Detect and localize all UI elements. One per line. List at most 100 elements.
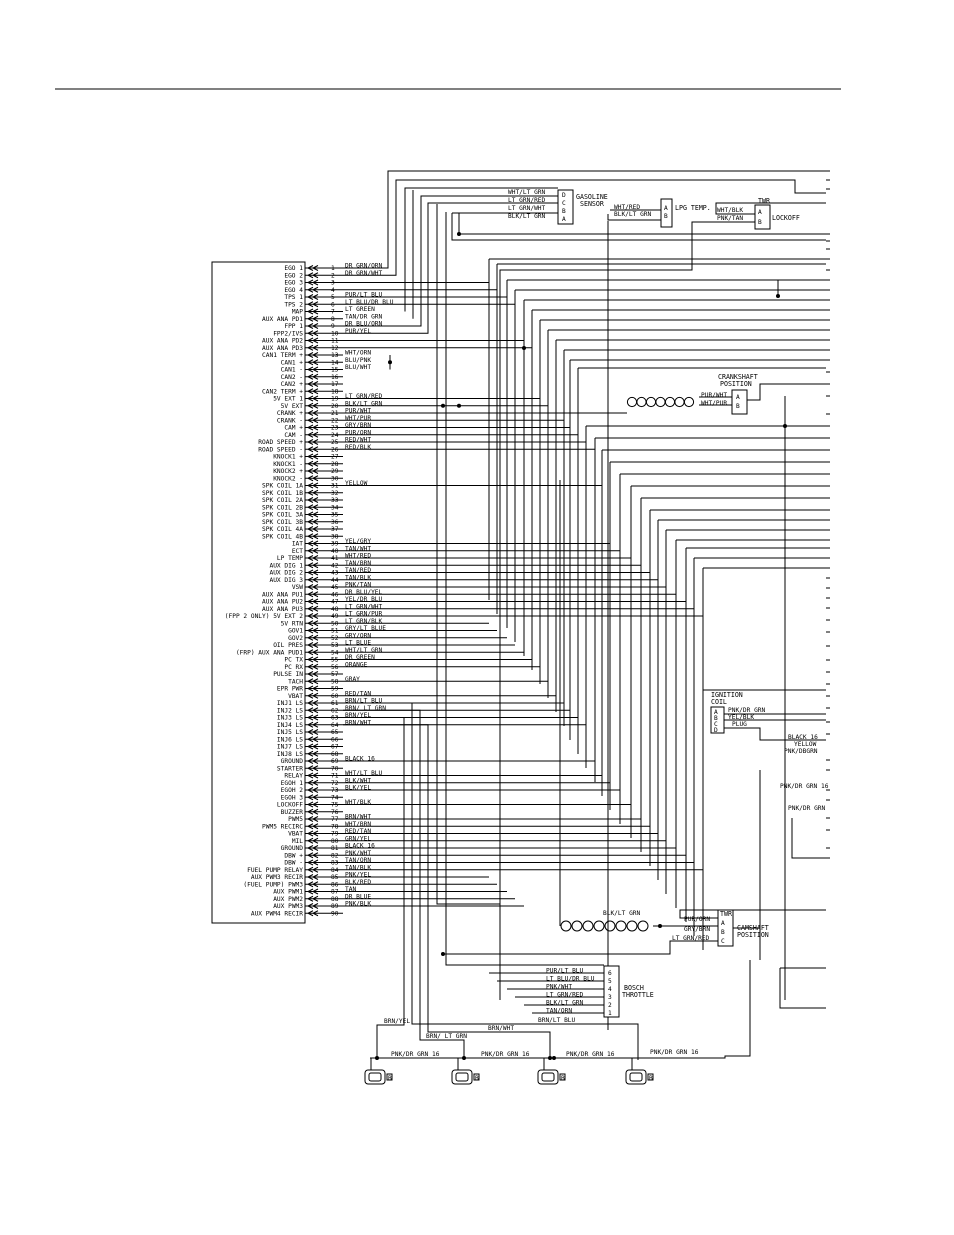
wire-path bbox=[779, 967, 826, 1009]
ecm-pin-label: INJ3 LS bbox=[277, 715, 303, 722]
ecm-pin-label: BUZZER bbox=[281, 809, 304, 816]
coil-wire-c: PLUG bbox=[732, 721, 747, 728]
throttle-wire: TAN/ORN bbox=[546, 1008, 572, 1015]
ecm-pin-label: CAM - bbox=[284, 432, 303, 439]
ecm-pin-label: INJ2 LS bbox=[277, 707, 303, 714]
ecm-wire-color: LT BLU/DR BLU bbox=[345, 299, 394, 306]
pin-arrow-icon bbox=[305, 323, 320, 329]
inj-wire-label-4: BRN/LT BLU bbox=[538, 1017, 576, 1024]
ecm-wire-color: RED/TAN bbox=[345, 690, 371, 697]
pin-arrow-icon bbox=[305, 765, 320, 772]
pin-arrow-icon bbox=[305, 301, 320, 308]
ecm-wire-color: GRN/YEL bbox=[345, 835, 371, 842]
pin-arrow-icon bbox=[305, 381, 320, 387]
ecm-wire-color: BLU/PNK bbox=[345, 357, 371, 364]
ecm-wire-color: PNK/BLK bbox=[345, 901, 371, 908]
ecm-pin-label: AUX DIG 2 bbox=[269, 570, 303, 577]
ecm-pin-label: AUX ANA PD3 bbox=[262, 345, 303, 352]
right-label-yellow: YELLOW bbox=[794, 741, 817, 748]
throttle-pin: 4 bbox=[608, 986, 612, 993]
lockoff-title: LOCKOFF bbox=[772, 214, 800, 222]
fuel-injector-icon: B bbox=[537, 1058, 566, 1085]
crank-pin-a: A bbox=[736, 394, 740, 401]
camshaft-title: CAMSHAFT bbox=[737, 924, 769, 932]
ecm-wire-color: TAN/RED bbox=[345, 567, 371, 574]
ecm-pin-label: ROAD SPEED + bbox=[258, 439, 303, 446]
gas-wire-c: LT GRN/RED bbox=[508, 197, 546, 204]
ecm-pin-label: TACH bbox=[288, 678, 303, 685]
coil-wire-b: YEL/BLK bbox=[728, 714, 754, 721]
crank-pin-b: B bbox=[736, 403, 740, 410]
ecm-pin-label: DBW + bbox=[284, 852, 303, 859]
ecm-wire-color: BRN/ LT GRN bbox=[345, 705, 386, 712]
ecm-wire-color: BLK/YEL bbox=[345, 785, 371, 792]
ecm-pin-label: AUX PWM3 RECIR bbox=[251, 874, 303, 881]
pin-arrow-icon bbox=[305, 881, 320, 888]
ecm-pin-row: CAN2 TERM +18 bbox=[262, 388, 343, 395]
pin-arrow-icon bbox=[305, 678, 320, 685]
shield-coil-icon bbox=[604, 920, 616, 932]
wire-path bbox=[451, 213, 826, 241]
pin-arrow-icon bbox=[305, 402, 320, 409]
pin-arrow-icon bbox=[305, 837, 320, 844]
ecm-wire-color: BRN/WHT bbox=[345, 814, 371, 821]
ecm-pin-label: CAN2 - bbox=[281, 374, 303, 381]
ecm-pin-label: AUX ANA PU2 bbox=[262, 599, 303, 606]
pin-arrow-icon bbox=[305, 337, 320, 344]
pin-arrow-icon bbox=[305, 308, 320, 315]
throttle-wire: LT GRN/RED bbox=[546, 992, 584, 999]
pin-arrow-icon bbox=[305, 286, 320, 293]
crank-shield-coils bbox=[626, 396, 695, 408]
pin-arrow-icon bbox=[305, 787, 320, 793]
ecm-pin-row: KNOCK1 -28 bbox=[273, 461, 343, 468]
ecm-wire-color: WHT/LT GRN bbox=[345, 647, 383, 654]
gas-wire-d: WHT/LT GRN bbox=[508, 189, 546, 196]
pin-arrow-icon bbox=[305, 692, 320, 699]
ecm-pin-label: AUX ANA PU3 bbox=[262, 606, 303, 613]
ecm-pin-label: ROAD SPEED - bbox=[258, 446, 303, 453]
pin-arrow-icon bbox=[305, 395, 320, 402]
ecm-wire-color: TAN/BLK bbox=[345, 574, 371, 581]
pin-arrow-icon bbox=[305, 366, 320, 373]
pin-arrow-icon bbox=[305, 852, 320, 859]
inj-wire-label-3: BRN/WHT bbox=[488, 1025, 514, 1032]
wire-path bbox=[791, 818, 826, 859]
ecm-pin-label: CAN2 TERM + bbox=[262, 388, 303, 395]
ecm-pin-label: AUX PWM2 bbox=[273, 896, 303, 903]
ignition-coil-title-2: COIL bbox=[711, 698, 727, 706]
right-label-pnk-dr-grn: PNK/DR GRN bbox=[788, 805, 826, 812]
ecm-wire-color: LT GRN/WHT bbox=[345, 603, 383, 610]
ecm-pin-label: EGO 2 bbox=[284, 272, 303, 279]
pin-arrow-icon bbox=[305, 671, 320, 677]
splice-dot bbox=[441, 403, 445, 408]
ecm-pin-label: RELAY bbox=[284, 773, 303, 780]
ecm-pin-label: SPK COIL 4A bbox=[262, 526, 303, 533]
pin-arrow-icon bbox=[305, 460, 320, 467]
throttle-wire: PUR/LT BLU bbox=[546, 968, 584, 975]
gas-pin-b: B bbox=[562, 208, 566, 215]
injector-pin-letter: B bbox=[649, 1075, 653, 1082]
pin-arrow-icon bbox=[305, 497, 320, 503]
ecm-wire-color: LT GRN/RED bbox=[345, 393, 383, 400]
lpg-temp-title: LPG TEMP. bbox=[675, 204, 711, 212]
ecm-pin-label: PULSE IN bbox=[273, 671, 303, 678]
pin-arrow-icon bbox=[305, 279, 320, 286]
ecm-pin-label: INJ5 LS bbox=[277, 729, 303, 736]
throttle-pin: 1 bbox=[608, 1010, 612, 1017]
ecm-wire-color: PUR/YEL bbox=[345, 328, 371, 335]
ecm-pin-label: DBW - bbox=[284, 860, 303, 867]
pin-arrow-icon bbox=[305, 729, 320, 735]
injector-pin-letter: B bbox=[475, 1075, 479, 1082]
ecm-pin-label: CAM + bbox=[284, 425, 303, 432]
crankshaft-connector: A B PUR/WHT WHT/PUR CRANKSHAFT POSITION bbox=[626, 373, 758, 415]
ecm-pin-label: SPK COIL 3A bbox=[262, 512, 303, 519]
